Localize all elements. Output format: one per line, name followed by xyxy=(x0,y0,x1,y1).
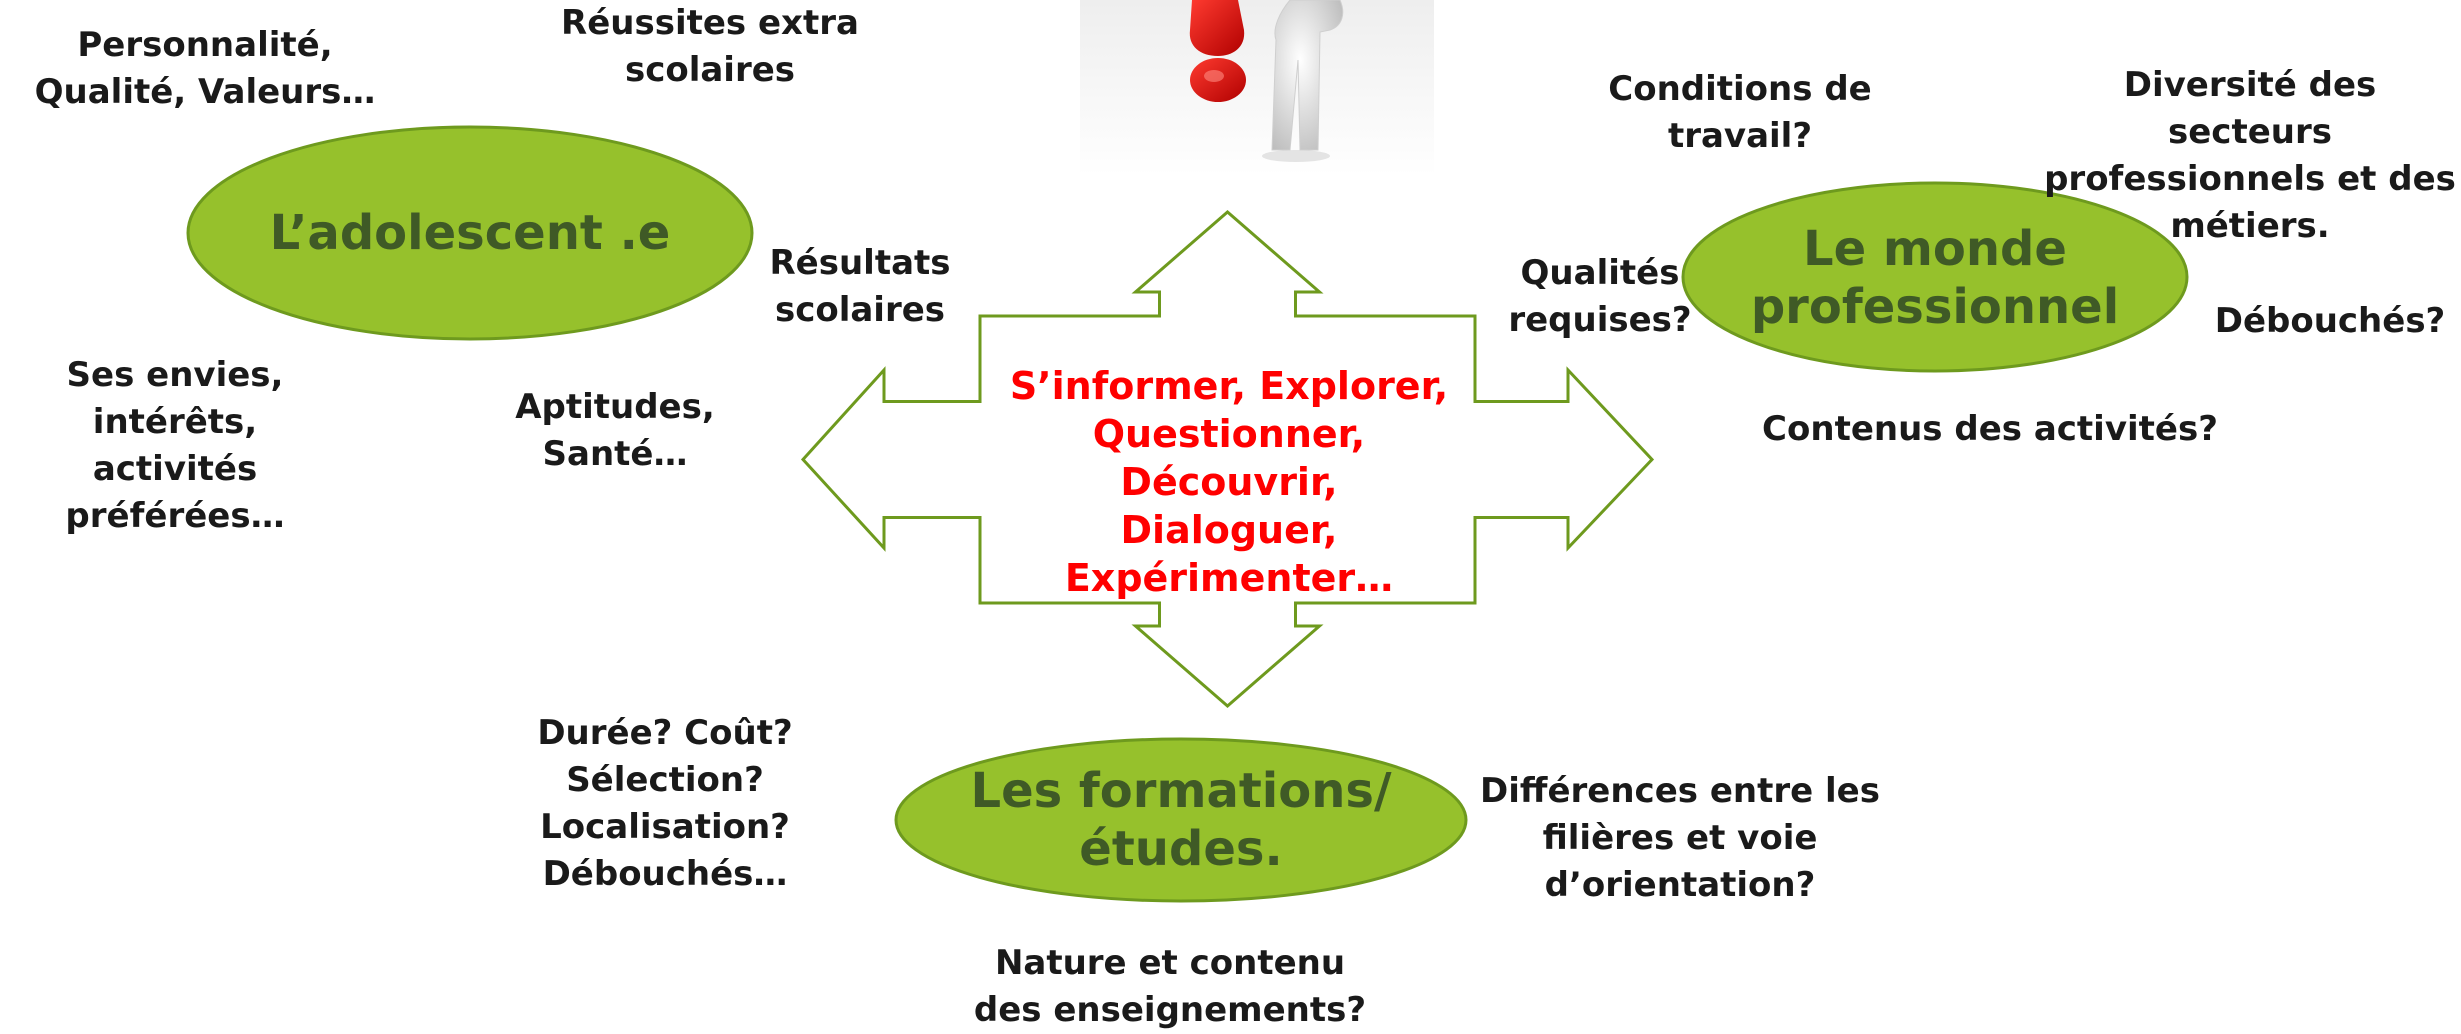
label-diversite: Diversité des secteurs professionnels et… xyxy=(2044,65,2456,246)
illustration-background xyxy=(1080,0,1434,176)
label-qualites: Qualités requises? xyxy=(1508,253,1692,340)
label-conditions: Conditions de travail? xyxy=(1608,69,1872,156)
label-debouches-pro: Débouchés? xyxy=(2214,301,2446,341)
figure-body xyxy=(1271,0,1344,151)
label-envies: Ses envies, intérêts, activités préférée… xyxy=(65,355,285,536)
center-actions-text: S’informer, Explorer, Questionner, Décou… xyxy=(1009,364,1449,600)
node-adolescent: L’adolescent .e xyxy=(269,205,671,261)
label-duree: Durée? Coût? Sélection? Localisation? Dé… xyxy=(537,713,793,894)
label-nature: Nature et contenu des enseignements? xyxy=(973,943,1367,1030)
label-personnalite: Personnalité, Qualité, Valeurs… xyxy=(34,25,376,112)
label-reussites: Réussites extra scolaires xyxy=(561,3,859,90)
question-mark-stroke xyxy=(1189,0,1245,56)
node-monde-professionnel: Le monde professionnel xyxy=(1750,221,2120,335)
figure-shadow xyxy=(1262,150,1330,162)
label-aptitudes: Aptitudes, Santé… xyxy=(515,387,715,474)
ellipse-adolescent xyxy=(186,125,754,341)
label-differences: Différences entre les filières et voie d… xyxy=(1480,771,1880,905)
ellipses xyxy=(186,125,2189,903)
label-contenus: Contenus des activités? xyxy=(1762,409,2218,449)
label-resultats: Résultats scolaires xyxy=(769,243,951,330)
ellipse-formations xyxy=(894,737,1468,903)
question-mark-figure-illustration xyxy=(1080,0,1434,176)
node-formations: Les formations/ études. xyxy=(970,763,1392,877)
ellipse-monde-professionnel xyxy=(1681,181,2189,373)
four-way-arrow xyxy=(800,210,1655,708)
